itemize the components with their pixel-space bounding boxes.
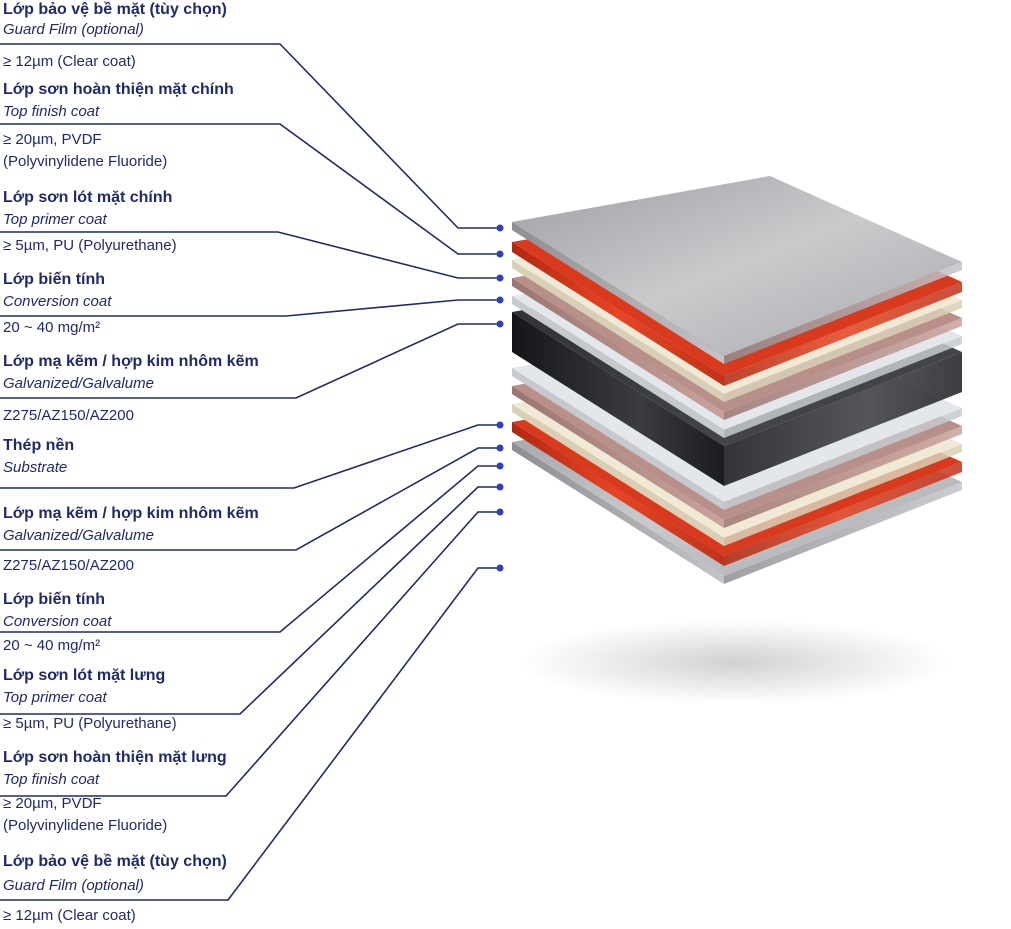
leader-line (0, 465, 500, 633)
leader-dot (496, 421, 504, 429)
leader-dot (496, 508, 504, 516)
layer-title: Lớp biến tính (3, 591, 106, 608)
leader-dot (496, 483, 504, 491)
leader-line (0, 567, 500, 901)
layer-subtitle: Top finish coat (3, 103, 100, 120)
layer-spec: 20 ~ 40 mg/m² (3, 319, 101, 336)
leader-dot (496, 320, 504, 328)
leader-dot (496, 274, 504, 282)
leader-dot (496, 444, 504, 452)
layer-subtitle: Conversion coat (3, 293, 112, 310)
layer-title: Lớp mạ kẽm / hợp kim nhôm kẽm (3, 353, 259, 370)
layer-subtitle: Conversion coat (3, 613, 112, 630)
layer-title: Lớp bảo vệ bề mặt (tùy chọn) (3, 853, 227, 870)
layer-subtitle: Galvanized/Galvalume (3, 527, 154, 544)
layer-subtitle: Top finish coat (3, 771, 100, 788)
leader-dot (496, 250, 504, 258)
layer-spec: ≥ 5µm, PU (Polyurethane) (3, 237, 177, 254)
layer-subtitle: Top primer coat (3, 211, 107, 228)
leader-dot (496, 462, 504, 470)
leader-line (0, 123, 500, 255)
layer-title: Thép nền (3, 437, 75, 454)
layer-title: Lớp mạ kẽm / hợp kim nhôm kẽm (3, 505, 259, 522)
leader-dot (496, 224, 504, 232)
layer-spec: ≥ 20µm, PVDF (3, 795, 102, 812)
layer-title: Lớp biến tính (3, 271, 106, 288)
leader-dot (496, 564, 504, 572)
layer-spec: (Polyvinylidene Fluoride) (3, 153, 168, 170)
layer-title: Lớp sơn hoàn thiện mặt lưng (3, 749, 227, 766)
layer-subtitle: Galvanized/Galvalume (3, 375, 154, 392)
layer-subtitle: Guard Film (optional) (3, 877, 144, 894)
layer-subtitle: Guard Film (optional) (3, 21, 144, 38)
layer-spec: Z275/AZ150/AZ200 (3, 407, 134, 424)
layer-title: Lớp sơn hoàn thiện mặt chính (3, 81, 234, 98)
layer-spec: Z275/AZ150/AZ200 (3, 557, 134, 574)
leader-line (0, 43, 500, 229)
top-guard-plate (512, 176, 962, 364)
layer-spec: ≥ 20µm, PVDF (3, 131, 102, 148)
layer-title: Lớp bảo vệ bề mặt (tùy chọn) (3, 1, 227, 18)
layer-spec: ≥ 12µm (Clear coat) (3, 907, 136, 924)
layer-spec: (Polyvinylidene Fluoride) (3, 817, 168, 834)
leader-line (0, 447, 500, 551)
layer-title: Lớp sơn lót mặt chính (3, 189, 173, 206)
leader-line (0, 424, 500, 489)
leader-line (0, 486, 500, 715)
layer-title: Lớp sơn lót mặt lưng (3, 667, 166, 684)
layer-spec: 20 ~ 40 mg/m² (3, 637, 101, 654)
leader-line (0, 323, 500, 399)
layer-subtitle: Top primer coat (3, 689, 107, 706)
layer-spec: ≥ 12µm (Clear coat) (3, 53, 136, 70)
leader-dot (496, 296, 504, 304)
leader-line (0, 299, 500, 317)
layer-subtitle: Substrate (3, 459, 68, 476)
leader-line (0, 231, 500, 279)
layer-spec: ≥ 5µm, PU (Polyurethane) (3, 715, 177, 732)
leader-line (0, 511, 500, 797)
